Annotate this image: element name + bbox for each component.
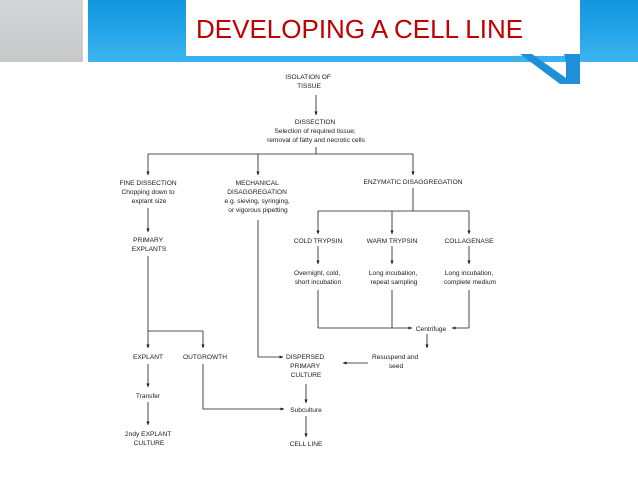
node-subculture: Subculture	[290, 407, 322, 414]
node-cold-detail: Overnight, cold, short incubation	[294, 270, 342, 286]
header-divider	[83, 0, 88, 62]
node-collagenase-detail: Long incubation, complete medium	[444, 270, 497, 286]
header-side-block	[0, 0, 83, 62]
flowchart-connectors	[146, 95, 471, 438]
node-collagenase: COLLAGENASE	[444, 238, 494, 245]
node-fine-dissection: FINE DISSECTION Chopping down to explant…	[120, 180, 179, 205]
node-cell-line: CELL LINE	[290, 441, 323, 448]
node-outgrowth: OUTGROWTH	[183, 354, 227, 361]
slide-title: DEVELOPING A CELL LINE	[196, 13, 524, 44]
node-transfer: Transfer	[136, 393, 161, 400]
node-warm-trypsin: WARM TRYPSIN	[367, 238, 418, 245]
node-isolation: ISOLATION OF TISSUE	[285, 74, 333, 90]
title-panel: DEVELOPING A CELL LINE	[186, 0, 580, 56]
node-mechanical: MECHANICAL DISAGGREGATION e.g. sieving, …	[224, 180, 291, 214]
node-centrifuge: Centrifuge	[416, 326, 447, 333]
node-explant: EXPLANT	[133, 354, 163, 361]
node-cold-trypsin: COLD TRYPSIN	[294, 238, 343, 245]
node-warm-detail: Long incubation, repeat sampling	[369, 270, 419, 286]
node-enzymatic: ENZYMATIC DISAGGREGATION	[363, 179, 462, 186]
node-primary-explants: PRIMARY EXPLANTS	[132, 237, 167, 253]
header-corner-decoration	[520, 54, 580, 84]
node-dispersed: DISPERSED PRIMARY CULTURE	[286, 354, 326, 379]
node-resuspend: Resuspend and seed	[372, 354, 420, 370]
node-2ndy-explant: 2ndy EXPLANT CULTURE	[125, 431, 173, 447]
node-dissection: DISSECTION Selection of required tissue;…	[267, 119, 366, 144]
